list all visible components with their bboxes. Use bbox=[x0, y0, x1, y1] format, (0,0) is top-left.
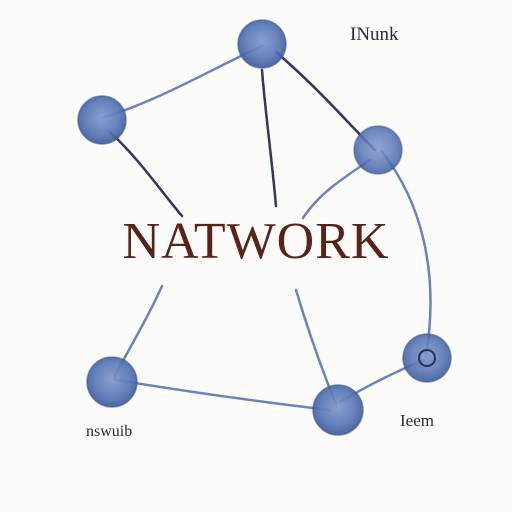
node-left bbox=[77, 95, 127, 145]
edge-n2-n1 bbox=[100, 44, 264, 120]
edge-n4-n5 bbox=[114, 378, 332, 412]
node-right-upper bbox=[353, 125, 403, 175]
node-bottom-center bbox=[312, 384, 364, 436]
node-top bbox=[237, 19, 287, 69]
edge-n2-center bbox=[108, 130, 184, 218]
node-bottom-left bbox=[86, 356, 138, 408]
edge-n3-center bbox=[301, 158, 372, 220]
edge-n1-n3-b bbox=[260, 68, 278, 208]
label-bottom-left: nswuib bbox=[86, 423, 133, 440]
label-bottom-right: Ieem bbox=[400, 411, 434, 430]
edge-n3-n6 bbox=[380, 150, 432, 358]
node-right-lower bbox=[402, 333, 452, 383]
label-top-right: INunk bbox=[350, 24, 399, 45]
nodes bbox=[77, 19, 452, 436]
diagram-title: NATWORK bbox=[122, 213, 390, 270]
